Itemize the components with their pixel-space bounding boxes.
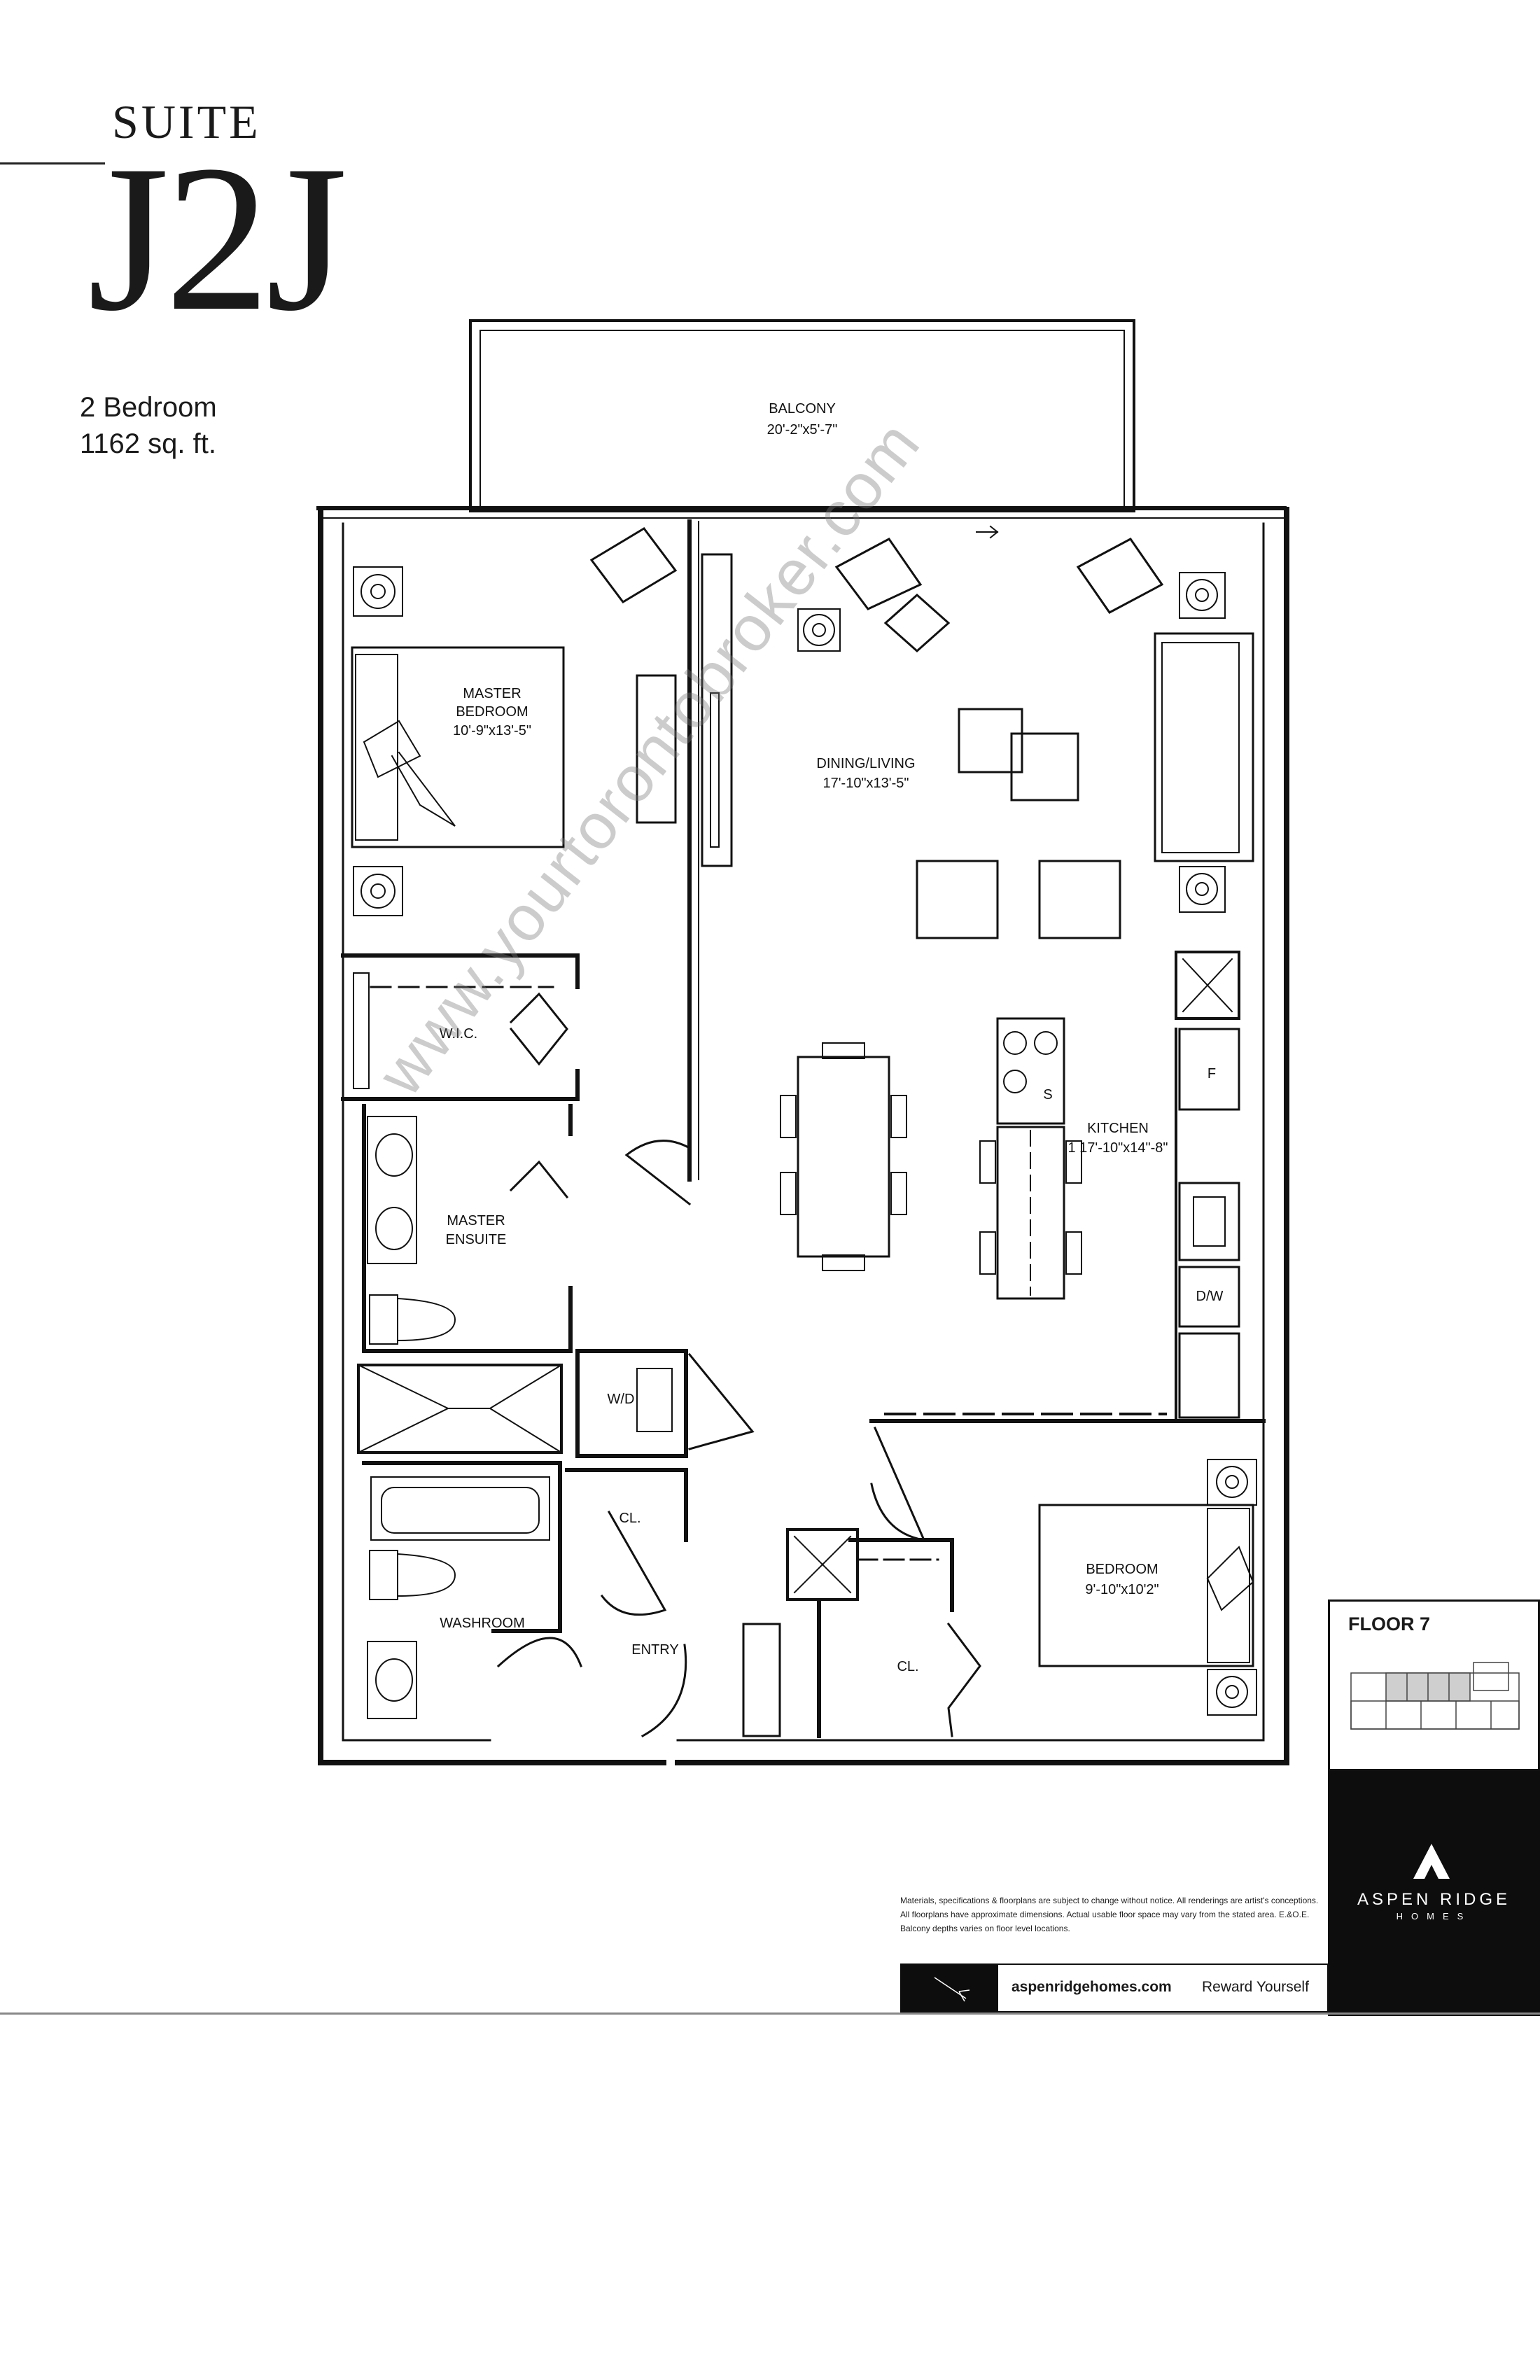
wic-label: W.I.C. bbox=[440, 1026, 477, 1042]
bedroom-count: 2 Bedroom bbox=[80, 392, 217, 423]
footer-star-icon bbox=[934, 1977, 970, 2002]
brand-panel bbox=[1328, 1771, 1540, 2016]
fridge-label: F bbox=[1208, 1066, 1216, 1082]
bedroom-dims: 9'-10"x10'2" bbox=[1085, 1582, 1158, 1597]
tagline: Reward Yourself bbox=[1202, 1979, 1309, 1995]
closet-right-label: CL. bbox=[897, 1659, 918, 1674]
floor-label: FLOOR 7 bbox=[1348, 1614, 1431, 1634]
disclaimer: Materials, specifications & floorplans a… bbox=[900, 1896, 1319, 1933]
closet-left-label: CL. bbox=[619, 1511, 640, 1526]
balcony-dims: 20'-2"x5'-7" bbox=[767, 422, 838, 438]
brand-logo-icon bbox=[1413, 1844, 1450, 1879]
kitchen-dims: 1 17'-10"x14"-8" bbox=[1068, 1140, 1168, 1156]
keyplan-image bbox=[1350, 1662, 1520, 1730]
balcony-label: BALCONY bbox=[769, 401, 836, 416]
master-ensuite-label-1: MASTER bbox=[447, 1213, 505, 1228]
brand-sub: HOMES bbox=[1396, 1911, 1472, 1921]
title-rule bbox=[0, 162, 105, 164]
footer-logo-block bbox=[900, 1963, 998, 2012]
master-bedroom-dims: 10'-9"x13'-5" bbox=[453, 723, 531, 738]
floor-area: 1162 sq. ft. bbox=[80, 428, 216, 459]
dining-living-label: DINING/LIVING bbox=[816, 756, 915, 771]
dining-living-dims: 17'-10"x13'-5" bbox=[822, 776, 909, 791]
entry-label: ENTRY bbox=[631, 1642, 678, 1658]
suite-word: SUITE bbox=[112, 95, 261, 148]
brand-name: ASPEN RIDGE bbox=[1357, 1890, 1511, 1909]
master-bedroom-label-2: BEDROOM bbox=[456, 704, 528, 720]
bottom-rule bbox=[0, 2012, 1540, 2015]
exterior-wall-right bbox=[675, 507, 1289, 1765]
stove-label: S bbox=[1043, 1087, 1052, 1102]
kitchen-label: KITCHEN bbox=[1087, 1121, 1149, 1136]
website-link[interactable]: aspenridgehomes.com bbox=[1011, 1979, 1172, 1995]
master-ensuite-label-2: ENSUITE bbox=[446, 1232, 507, 1247]
master-bedroom-label-1: MASTER bbox=[463, 686, 521, 701]
suite-code: J2J bbox=[88, 122, 347, 354]
wd-label: W/D bbox=[608, 1392, 635, 1407]
bedroom-label: BEDROOM bbox=[1086, 1562, 1158, 1577]
exterior-wall-left bbox=[318, 507, 666, 1765]
washroom-label: WASHROOM bbox=[440, 1616, 524, 1631]
dishwasher-label: D/W bbox=[1196, 1289, 1224, 1304]
